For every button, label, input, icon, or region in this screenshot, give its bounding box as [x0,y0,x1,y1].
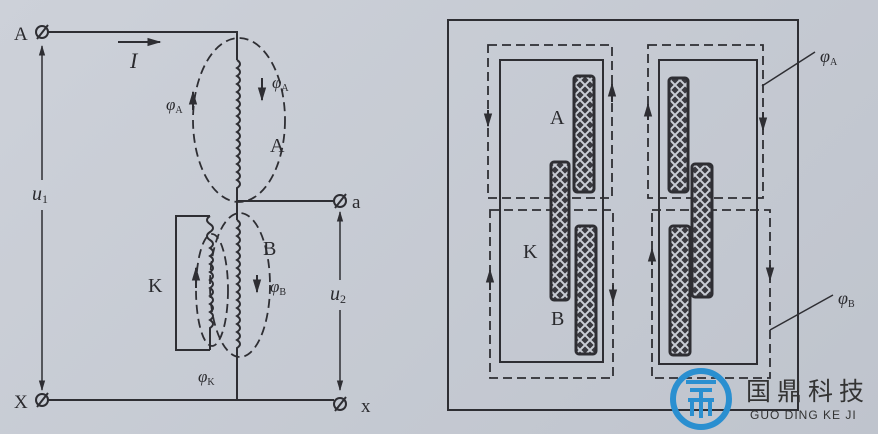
flux-loop-B [209,212,271,358]
watermark-name-cn: 国鼎科技 [746,377,871,406]
label-terminal-X: X [14,392,28,413]
core-label-K: K [523,241,538,263]
watermark-name-en: GUO DING KE JI [750,408,857,422]
winding-A-coil [235,59,241,220]
right-window [658,59,758,365]
label-phi-A-left: φA [166,95,183,116]
left-window [499,59,604,363]
label-current: I [129,48,139,73]
circuit-schematic: A X a x I u1 u2 A B K φA φA φB φK [14,24,371,417]
label-winding-K: K [148,275,163,297]
flux-loop-K [195,233,229,347]
wire-top [48,31,238,60]
core-outline [447,19,799,411]
core-label-phi-A: φA [820,46,838,68]
label-phi-K: φK [198,367,215,388]
label-u1: u1 [32,183,48,206]
terminal-a [333,193,347,209]
coil-K-left [549,160,571,302]
winding-B-coil [235,219,241,401]
coil-A-right [667,76,690,194]
terminal-A [35,24,49,40]
core-label-B: B [551,308,564,330]
label-terminal-x: x [361,396,371,417]
coil-B-left [574,224,598,356]
core-label-phi-B: φB [838,288,855,310]
leader-phi-B [769,294,834,331]
logo-emblem-icon [670,368,732,430]
label-phi-B: φB [270,277,286,298]
coil-A-left [572,74,596,194]
leader-phi-A [761,51,816,87]
winding-K-loop [175,215,210,351]
label-terminal-A: A [14,24,28,45]
label-winding-B: B [263,238,276,260]
coil-K-right [690,162,714,299]
core-cross-section: A K B φA φB [447,19,855,411]
flux-loop-A [192,37,286,203]
label-terminal-a: a [352,192,361,213]
label-phi-A-right: φA [272,73,289,94]
terminal-x [333,396,347,412]
label-u2: u2 [330,283,346,306]
coil-B-right [668,224,692,357]
label-winding-A: A [270,135,285,157]
watermark-logo: 国鼎科技 GUO DING KE JI [668,366,878,432]
terminal-X [35,392,49,408]
core-label-A: A [550,107,565,129]
